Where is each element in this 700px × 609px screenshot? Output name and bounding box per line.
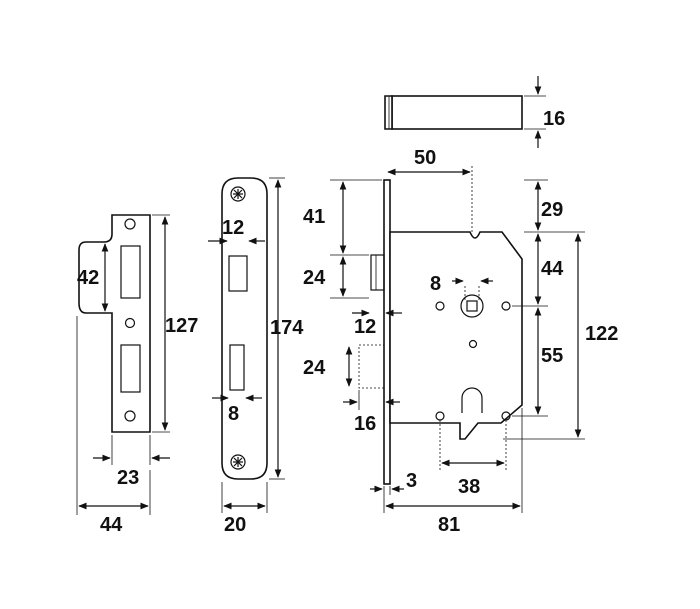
dim-top-29: 29 (541, 199, 563, 221)
screw-head-top (230, 186, 246, 202)
dim-backset-50: 50 (414, 147, 436, 169)
lock-dimensions: 50 41 24 12 24 16 29 44 8 55 1 (303, 147, 618, 536)
screw-head-bottom (230, 454, 246, 470)
strike-dimensions: 42 127 23 44 (76, 214, 198, 536)
dim-strike-23: 23 (117, 467, 139, 489)
dim-latch-41: 41 (303, 206, 325, 228)
dim-fixing-38: 38 (458, 476, 480, 498)
strike-plate (78, 214, 151, 433)
dim-bolt-24: 24 (303, 357, 326, 379)
dim-top-44: 44 (541, 258, 564, 280)
keeper-cylinder: 16 (384, 76, 565, 148)
dim-forend-12: 12 (222, 217, 244, 239)
dim-forend-8: 8 (228, 403, 239, 425)
dim-bolt-16: 16 (354, 413, 376, 435)
forend-dimensions: 12 174 8 20 (208, 177, 304, 536)
dim-case-122: 122 (585, 323, 618, 345)
dim-strike-44: 44 (100, 514, 123, 536)
dim-case-81: 81 (438, 514, 460, 536)
forend-plate (221, 177, 268, 480)
dim-forend-20: 20 (224, 514, 246, 536)
dim-keeper-16: 16 (543, 108, 565, 130)
dim-strike-127: 127 (165, 315, 198, 337)
dim-latch-24: 24 (303, 267, 326, 289)
dim-follower-8: 8 (430, 273, 441, 295)
dim-forend-174: 174 (270, 317, 304, 339)
dim-strike-42: 42 (77, 267, 99, 289)
dim-faceplate-3: 3 (406, 470, 417, 492)
dim-latch-12: 12 (354, 316, 376, 338)
lock-body (358, 179, 523, 485)
dim-centres-55: 55 (541, 345, 563, 367)
